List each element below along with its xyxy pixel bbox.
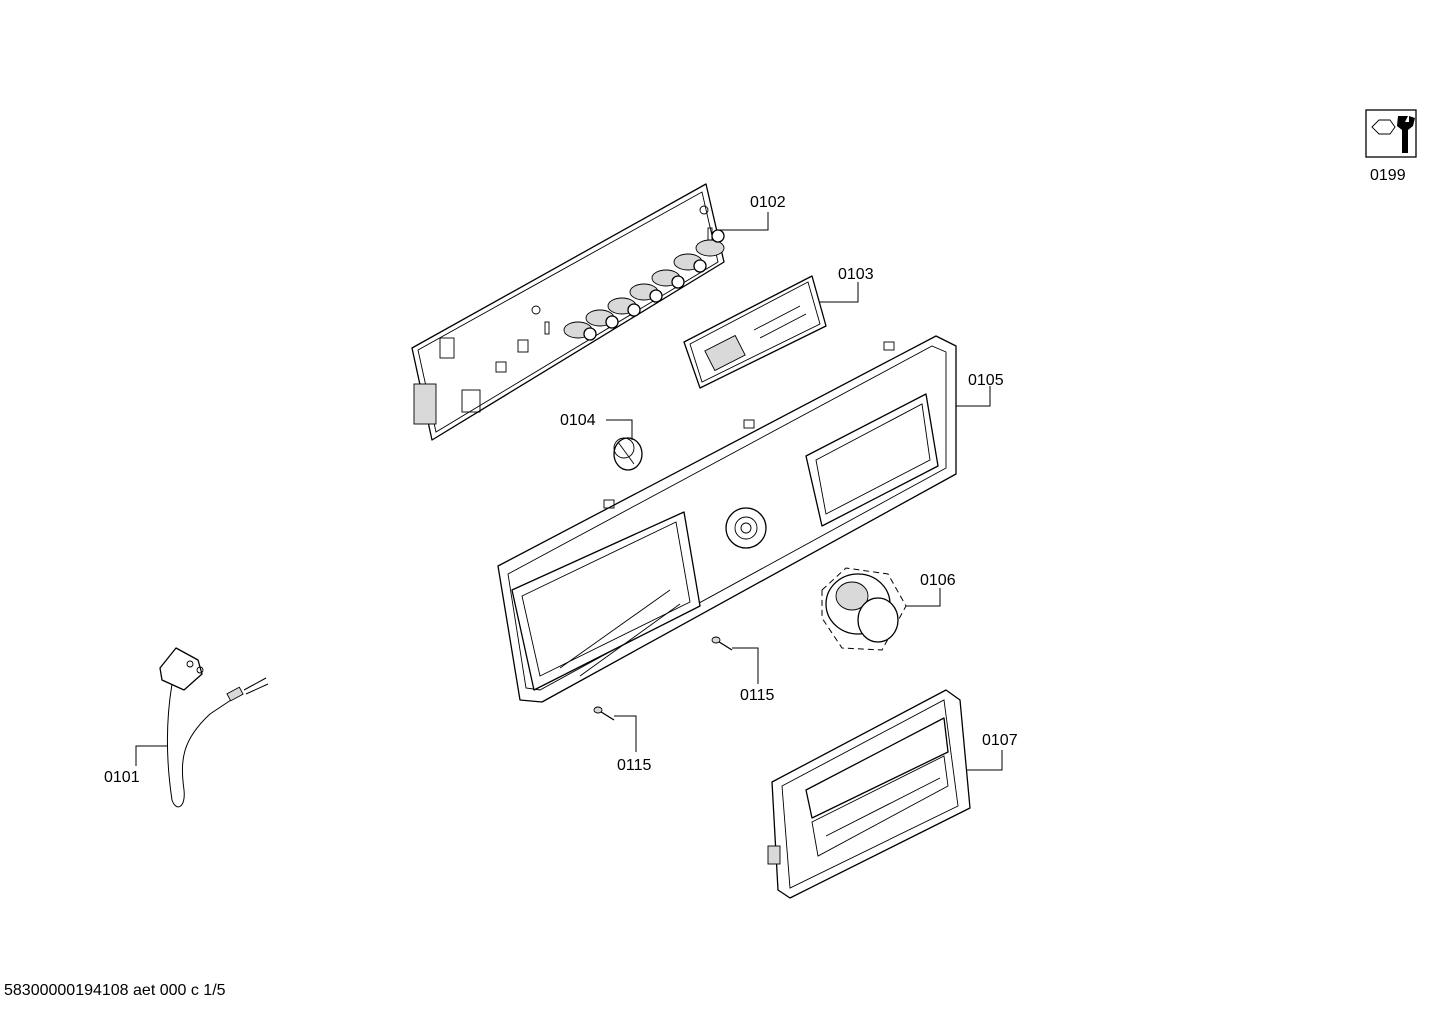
service-wrench-icon: [1365, 109, 1417, 158]
service-icon-label: 0199: [1370, 167, 1406, 184]
label-0105: 0105: [968, 372, 1004, 389]
programme-selector-knob: [821, 567, 907, 651]
label-0102: 0102: [750, 194, 786, 211]
label-0106: 0106: [920, 572, 956, 589]
label-0115-upper: 0115: [740, 687, 775, 704]
label-0103: 0103: [838, 266, 874, 283]
label-0104: 0104: [560, 412, 596, 429]
pcb-encoders: [563, 229, 725, 341]
detergent-drawer-handle: [767, 689, 971, 899]
document-code: 58300000194108 aet 000 c 1/5: [4, 982, 226, 999]
knob-insert: [613, 437, 643, 471]
power-cord: [159, 647, 269, 808]
label-0107: 0107: [982, 732, 1018, 749]
screw-lower: [593, 706, 615, 721]
screw-upper: [711, 636, 733, 651]
display-holder: [683, 275, 827, 389]
label-0115-lower: 0115: [617, 757, 652, 774]
label-0101: 0101: [104, 769, 140, 786]
control-panel-fascia: [497, 335, 957, 703]
control-module-pcb: [411, 183, 725, 441]
